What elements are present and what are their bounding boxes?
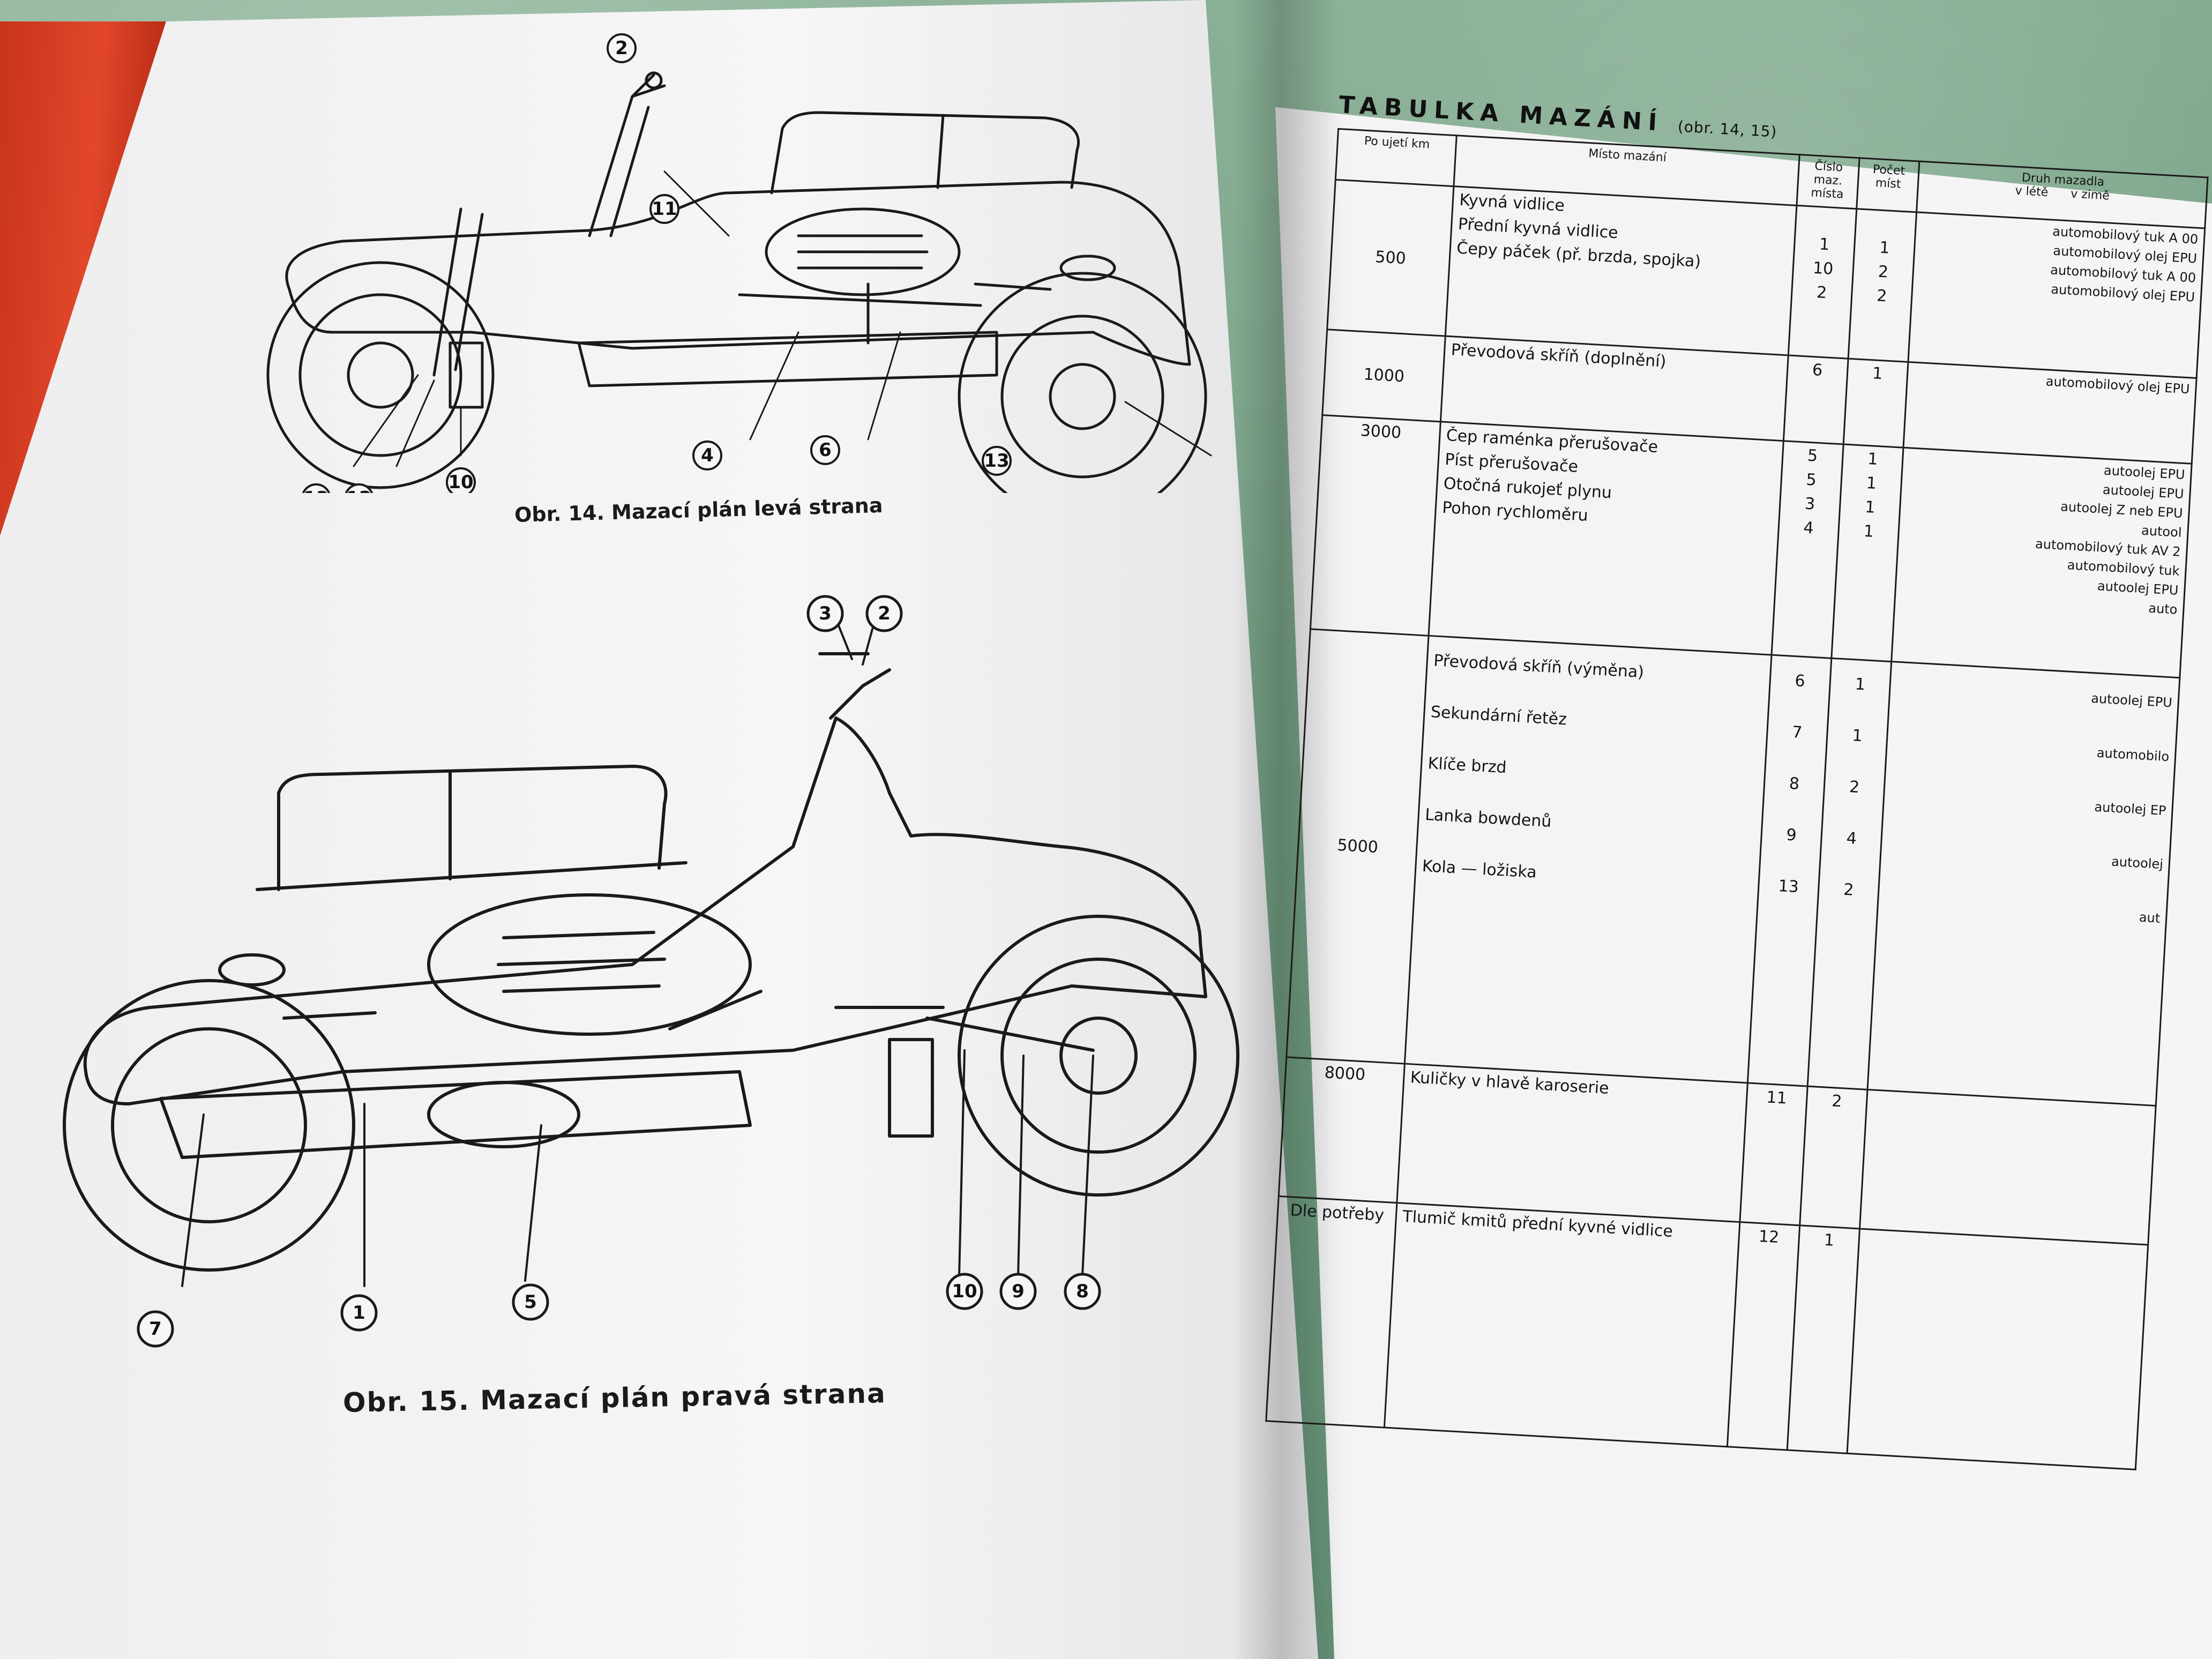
count-cell: 2	[1799, 1086, 1868, 1229]
figure-14-caption: Obr. 14. Mazací plán levá strana	[514, 494, 883, 527]
count-text: 1	[1854, 675, 1866, 694]
table-row: 5000 Převodová skříň (výměna) Sekundární…	[1286, 629, 2180, 1106]
count-text: 1	[1865, 474, 1877, 494]
count-text: 1	[1879, 238, 1890, 258]
place-cell: Převodová skříň (výměna) Sekundární řetě…	[1404, 636, 1772, 1083]
count-text: 1	[1864, 497, 1876, 517]
count-text: 1	[1867, 450, 1879, 469]
number-cell: 1 10 2	[1788, 205, 1857, 359]
count-text: 1	[1863, 521, 1874, 541]
number-cell: 11	[1739, 1082, 1808, 1225]
table-row: Dle potřeby Tlumič kmitů přední kyvné vi…	[1266, 1196, 2148, 1470]
count-cell: 1 1 1 1	[1831, 444, 1904, 662]
fig14-callout: 4	[701, 445, 714, 466]
fig14-callout: 2	[615, 38, 628, 59]
fig15-callout: 1	[353, 1302, 365, 1324]
km-cell: 8000	[1279, 1057, 1405, 1203]
lubrication-table: Po ujetí km Místo mazání Číslo maz. míst…	[1265, 128, 2208, 1470]
place-cell: Čep raménka přerušovače Píst přerušovače…	[1429, 422, 1783, 655]
fig14-callout: 11	[652, 198, 677, 220]
fig14-callout: 13	[984, 450, 1009, 472]
number-text: 9	[1785, 825, 1797, 845]
number-text: 10	[1812, 258, 1834, 279]
fig14-callout: 10	[448, 472, 473, 493]
number-text: 2	[1816, 283, 1828, 303]
fig15-callout: 5	[524, 1291, 537, 1313]
place-cell: Kyvná vidlice Přední kyvná vidlice Čepy …	[1445, 186, 1797, 355]
number-text: 1	[1819, 235, 1830, 255]
fig15-callout: 3	[819, 603, 832, 624]
lubrication-table-block: TABULKA MAZÁNÍ (obr. 14, 15) Po ujetí km…	[1265, 91, 2210, 1470]
count-text: 2	[1843, 880, 1855, 900]
fig15-callout: 9	[1012, 1281, 1025, 1302]
figure-14-diagram: 2 11 4 6 13 13 12 10	[266, 33, 1212, 493]
count-text	[1861, 213, 1910, 240]
number-text: 3	[1804, 494, 1816, 514]
number-cell: 6	[1783, 355, 1849, 445]
lubricant-cell: automobilový olej EPU	[1903, 362, 2197, 464]
count-cell: 1	[1843, 358, 1909, 448]
lubricant-cell	[1859, 1089, 2156, 1245]
number-text: 6	[1794, 671, 1806, 691]
km-cell: 500	[1327, 180, 1454, 337]
lubricant-cell: autoolej EPU automobilo autoolej EP auto…	[1867, 661, 2180, 1106]
number-text: 8	[1788, 774, 1800, 794]
count-text: 2	[1877, 262, 1889, 282]
header-winter: v zimě	[2070, 187, 2110, 203]
km-cell: 5000	[1286, 629, 1429, 1064]
number-text: 5	[1807, 446, 1819, 466]
table-title-ref: (obr. 14, 15)	[1677, 117, 1778, 141]
fig14-callout: 13	[303, 488, 328, 493]
header-km: Po ujetí km	[1335, 129, 1457, 186]
number-cell: 5 5 3 4	[1771, 440, 1844, 659]
place-cell: Tlumič kmitů přední kyvné vidlice	[1384, 1202, 1740, 1447]
lubricant-cell: automobilový tuk A 00 automobilový olej …	[1908, 212, 2205, 378]
fig14-callout: 12	[346, 488, 371, 493]
count-text: 2	[1849, 778, 1860, 797]
km-cell: Dle potřeby	[1266, 1196, 1398, 1428]
fig15-callout: 10	[952, 1281, 977, 1302]
count-text: 2	[1876, 286, 1888, 306]
count-text: 4	[1845, 828, 1857, 849]
km-cell: 1000	[1322, 329, 1446, 422]
figure-15-caption: Obr. 15. Mazací plán pravá strana	[342, 1378, 887, 1418]
header-count: Počet míst	[1856, 158, 1920, 212]
right-page	[1275, 107, 2212, 1659]
place-cell: Kuličky v hlavě karoserie	[1397, 1064, 1747, 1222]
figure-15-diagram: 3 2 7 1 5 10 9 8	[63, 595, 1239, 1348]
header-number: Číslo maz. místa	[1796, 154, 1860, 209]
fig15-callout: 7	[149, 1318, 162, 1340]
number-text: 5	[1805, 470, 1817, 490]
lubricant-cell: autoolej EPU autoolej EPU autoolej Z neb…	[1892, 447, 2192, 678]
count-cell: 1 2 2	[1848, 208, 1917, 362]
count-text: 1	[1851, 726, 1863, 746]
header-summer: v létě	[2014, 184, 2049, 200]
lubricant-cell	[1847, 1229, 2148, 1470]
number-text: 13	[1777, 877, 1799, 897]
left-page: 2 11 4 6 13 13 12 10 Obr. 14. Mazací plá…	[0, 0, 1318, 1659]
number-text: 4	[1803, 518, 1814, 538]
number-text: 7	[1791, 723, 1803, 743]
fig14-callout: 6	[819, 439, 832, 461]
km-cell: 3000	[1310, 415, 1441, 636]
fig15-callout: 2	[878, 603, 891, 624]
fig15-callout: 8	[1076, 1281, 1089, 1302]
number-text	[1801, 210, 1850, 237]
